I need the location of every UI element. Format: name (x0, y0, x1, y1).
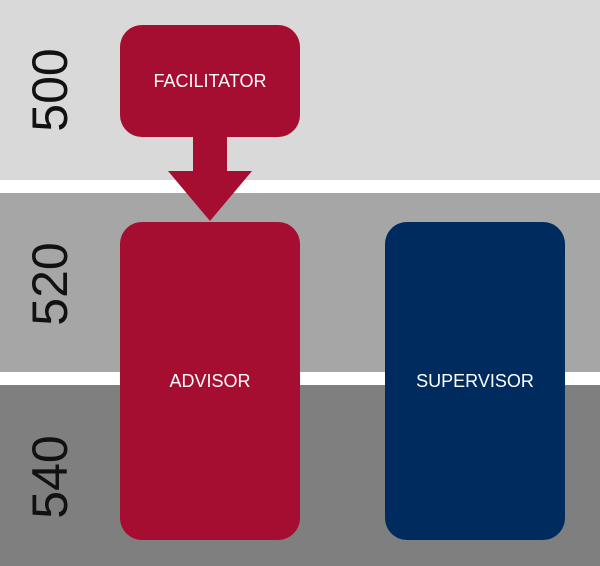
supervisor-label: SUPERVISOR (416, 370, 534, 391)
advisor-label: ADVISOR (169, 370, 251, 391)
facilitator-box: FACILITATOR (120, 25, 300, 137)
arrow-shape (168, 135, 252, 221)
facilitator-label: FACILITATOR (153, 70, 267, 91)
supervisor-box: SUPERVISOR (385, 222, 565, 540)
level-band-500 (0, 0, 600, 180)
advisor-box: ADVISOR (120, 222, 300, 540)
